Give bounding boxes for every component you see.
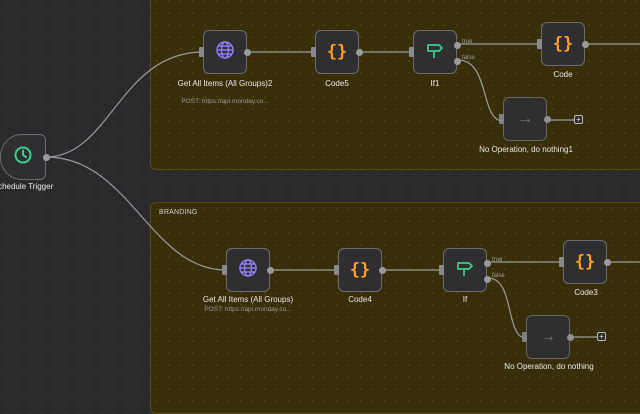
braces-icon: {} <box>326 42 348 62</box>
input-port[interactable] <box>409 47 414 57</box>
code4-label: Code4 <box>348 295 372 304</box>
no-operation-node-branding[interactable]: → <box>522 315 574 359</box>
output-port[interactable] <box>379 266 386 274</box>
code3-node[interactable]: {} <box>559 240 611 284</box>
group-label-branding: BRANDING <box>159 209 198 216</box>
braces-icon: {} <box>552 34 574 54</box>
http-request-node-top[interactable] <box>199 30 251 74</box>
if1-node[interactable] <box>409 30 461 74</box>
input-port[interactable] <box>559 257 564 267</box>
output-port[interactable] <box>267 266 274 274</box>
output-port-false[interactable] <box>454 57 461 65</box>
input-port[interactable] <box>334 265 339 275</box>
output-port[interactable] <box>244 48 251 56</box>
output-port[interactable] <box>604 258 611 266</box>
schedule-trigger-node[interactable] <box>0 134 50 180</box>
code5-node[interactable]: {} <box>311 30 363 74</box>
braces-icon: {} <box>349 260 371 280</box>
output-port-false[interactable] <box>484 275 491 283</box>
if1-label: If1 <box>430 79 440 88</box>
input-port[interactable] <box>222 265 227 275</box>
no-operation-label-top: No Operation, do nothing1 <box>479 145 573 154</box>
http-request-sub-top: POST: https://api.monday.co... <box>181 98 269 105</box>
output-port-true[interactable] <box>454 41 461 49</box>
input-port[interactable] <box>522 332 527 342</box>
output-port[interactable] <box>43 153 50 161</box>
add-node-button-branding[interactable]: + <box>597 332 606 341</box>
braces-icon: {} <box>574 252 596 272</box>
signpost-icon <box>425 40 445 65</box>
output-port[interactable] <box>567 333 574 341</box>
signpost-icon <box>455 258 475 283</box>
if-node[interactable] <box>439 248 491 292</box>
input-port[interactable] <box>311 47 316 57</box>
arrow-right-icon: → <box>540 328 556 345</box>
input-port[interactable] <box>199 47 204 57</box>
input-port[interactable] <box>499 114 504 124</box>
http-request-sub-branding: POST: https://api.monday.co... <box>204 306 292 313</box>
code5-label: Code5 <box>325 79 349 88</box>
if1-false-label: false <box>462 55 475 61</box>
http-request-node-branding[interactable] <box>222 248 274 292</box>
code4-node[interactable]: {} <box>334 248 386 292</box>
schedule-trigger-label: Schedule Trigger <box>0 182 54 191</box>
group-branding[interactable]: BRANDING <box>150 202 640 414</box>
if-true-label: true <box>492 257 503 263</box>
input-port[interactable] <box>439 265 444 275</box>
code-label: Code <box>553 70 573 79</box>
add-node-button-top[interactable]: + <box>574 115 583 124</box>
output-port-true[interactable] <box>484 259 491 267</box>
no-operation-node-top[interactable]: → <box>499 97 551 141</box>
output-port[interactable] <box>582 40 589 48</box>
http-request-label-top: Get All Items (All Groups)2 <box>177 79 273 88</box>
code3-label: Code3 <box>574 288 598 297</box>
globe-icon <box>215 40 235 65</box>
code-node[interactable]: {} <box>537 22 589 66</box>
if1-true-label: true <box>462 39 473 45</box>
output-port[interactable] <box>544 115 551 123</box>
output-port[interactable] <box>356 48 363 56</box>
globe-icon <box>238 258 258 283</box>
clock-icon <box>13 145 33 170</box>
arrow-right-icon: → <box>517 110 533 127</box>
http-request-label-branding: Get All Items (All Groups) <box>202 295 294 304</box>
no-operation-label-branding: No Operation, do nothing <box>504 362 594 371</box>
if-label: If <box>462 295 468 304</box>
if-false-label: false <box>492 273 505 279</box>
input-port[interactable] <box>537 39 542 49</box>
